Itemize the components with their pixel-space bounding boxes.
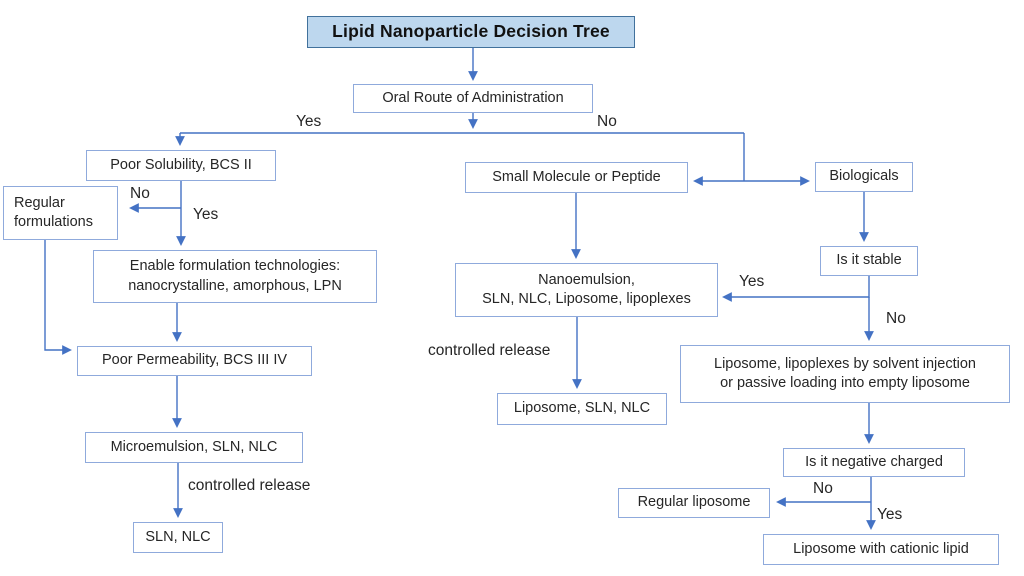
edge-label-yes-left: Yes xyxy=(296,113,322,130)
node-cationic-lipid: Liposome with cationic lipid xyxy=(763,534,999,565)
node-microemulsion: Microemulsion, SLN, NLC xyxy=(85,432,303,463)
node-sln-nlc: SLN, NLC xyxy=(133,522,223,553)
edge-label-controlled-release-left: controlled release xyxy=(188,477,311,494)
node-nanoemulsion: Nanoemulsion, SLN, NLC, Liposome, lipopl… xyxy=(455,263,718,317)
edge-label-yes-solubility: Yes xyxy=(193,206,219,223)
node-enable-tech: Enable formulation technologies: nanocry… xyxy=(93,250,377,303)
node-negative-charged: Is it negative charged xyxy=(783,448,965,477)
edge-label-yes-stable: Yes xyxy=(739,273,765,290)
node-regular-liposome: Regular liposome xyxy=(618,488,770,518)
node-liposome-sln-nlc: Liposome, SLN, NLC xyxy=(497,393,667,425)
edge-label-yes-charged: Yes xyxy=(877,506,903,523)
edge-label-no-stable: No xyxy=(886,310,906,327)
connector-regular-to-permeability xyxy=(44,240,72,355)
node-poor-solubility: Poor Solubility, BCS II xyxy=(86,150,276,181)
edge-label-controlled-release-mid: controlled release xyxy=(428,342,551,359)
node-small-molecule: Small Molecule or Peptide xyxy=(465,162,688,193)
node-regular-formulations: Regular formulations xyxy=(3,186,118,240)
node-is-it-stable: Is it stable xyxy=(820,246,918,276)
edge-label-no-solubility: No xyxy=(130,185,150,202)
title-node: Lipid Nanoparticle Decision Tree xyxy=(307,16,635,48)
edge-label-no-right: No xyxy=(597,113,617,130)
edge-label-no-charged: No xyxy=(813,480,833,497)
node-oral-route: Oral Route of Administration xyxy=(353,84,593,113)
node-biologicals: Biologicals xyxy=(815,162,913,192)
node-liposome-solvent: Liposome, lipoplexes by solvent injectio… xyxy=(680,345,1010,403)
node-poor-permeability: Poor Permeability, BCS III IV xyxy=(77,346,312,376)
